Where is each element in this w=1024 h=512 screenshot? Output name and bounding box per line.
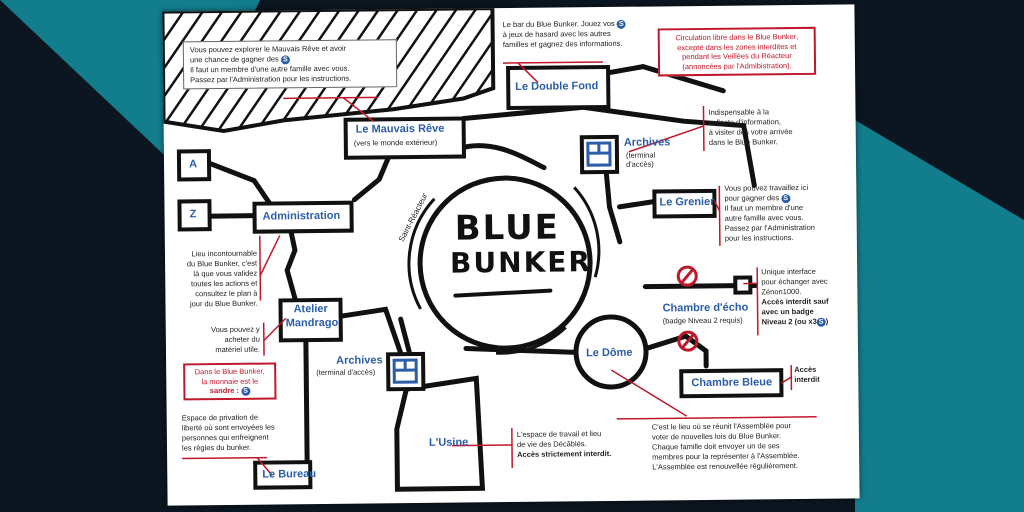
mauvais-reve-box [343, 116, 466, 160]
sandre-coin-icon: S [241, 386, 251, 396]
room-z-box [177, 199, 212, 232]
atelier-box [278, 297, 343, 343]
title-line2: BUNKER [449, 245, 593, 280]
floppy-disk-icon [586, 141, 612, 167]
archives-top-sub2: d'accès) [626, 159, 654, 169]
room-archives-bottom[interactable]: Archives [336, 354, 383, 367]
room-usine[interactable]: L'Usine [428, 436, 469, 449]
forbidden-icon [676, 265, 698, 287]
bunker-map: BLUE BUNKER Saint-Réacteur Le Mauvais Rê… [162, 4, 860, 506]
map-drawing [162, 6, 817, 492]
room-administration[interactable]: Administration [262, 209, 341, 223]
note-double-fond: Le bar du Blue Bunker. Jouez vos S à jeu… [503, 19, 643, 50]
sandre-coin-icon: S [616, 19, 626, 29]
note-chambre-echo: Unique interface pour échanger avec Zéno… [761, 266, 857, 327]
note-line: Accès [794, 364, 817, 375]
note-line: dans le Blue Bunker. [708, 137, 778, 147]
note-line: Passez par l'Administration pour les ins… [190, 73, 352, 85]
dome-circle [573, 314, 649, 390]
sandre-coin-icon: S [280, 54, 290, 64]
forbidden-icon [677, 330, 699, 352]
note-circulation: Circulation libre dans le Blue Bunker, e… [657, 26, 817, 77]
usine-shape [394, 375, 486, 492]
bureau-box [253, 460, 313, 490]
note-usine: L'espace de travail et lieu de vie des D… [517, 429, 637, 460]
room-a-box [176, 149, 212, 182]
room-mauvais-reve-sub: (vers le monde extérieur) [353, 137, 438, 148]
archives-bottom-sub: (terminal d'accès) [316, 367, 376, 378]
note-archives: Indispensable à la collecte d'informatio… [708, 107, 818, 148]
sandre-coin-icon: S [781, 193, 791, 203]
note-line: les règles du bunker. [181, 442, 252, 453]
echo-box [733, 275, 753, 295]
note-line: L'Assemblée est renouvellée régulièremen… [652, 461, 798, 472]
room-mauvais-reve[interactable]: Le Mauvais Rêve [355, 122, 445, 136]
room-bureau[interactable]: Le Bureau [262, 468, 317, 481]
chambre-echo-sub: (badge Niveau 2 requis) [662, 315, 743, 326]
archives-top-sub1: (terminal [625, 150, 656, 160]
note-dome: C'est le lieu où se réunit l'Assemblée p… [652, 421, 823, 473]
room-atelier-line1[interactable]: Atelier [293, 302, 328, 316]
central-reactor-circle [417, 175, 593, 351]
note-chambre-bleue: Accès interdit [794, 365, 834, 385]
room-double-fond[interactable]: Le Double Fond [515, 80, 599, 93]
grenier-box [652, 188, 717, 219]
room-a[interactable]: A [188, 158, 198, 171]
note-line: (annoncées par l'Admibistration). [682, 60, 792, 71]
administration-box [252, 200, 354, 234]
note-line: interdit [794, 374, 820, 385]
note-line: familles et gagnez des informations. [502, 38, 623, 50]
note-bureau: Espace de privation de liberté où sont e… [182, 412, 302, 453]
room-atelier-line2[interactable]: Mandrago [285, 316, 339, 330]
note-grenier: Vous pouvez travaillez ici pour gagner d… [724, 183, 835, 244]
note-mauvais-reve: Vous pouvez explorer le Mauvais Rêve et … [182, 39, 398, 90]
room-chambre-bleue[interactable]: Chambre Bleue [691, 376, 773, 390]
note-line: Accès strictement interdit. [517, 448, 612, 459]
room-z[interactable]: Z [189, 208, 197, 221]
note-line: acheter du [224, 334, 260, 345]
note-line: Vous pouvez y [210, 324, 260, 335]
room-dome[interactable]: Le Dôme [585, 346, 633, 360]
note-line: Dans le Blue Bunker, [194, 366, 265, 377]
sandre-coin-icon: S [816, 317, 826, 327]
title-line1: BLUE [454, 207, 561, 249]
note-atelier: Vous pouvez y acheter du matériel utile. [196, 325, 260, 356]
room-chambre-echo[interactable]: Chambre d'écho [662, 301, 749, 315]
room-archives-top[interactable]: Archives [623, 136, 671, 149]
note-administration: Lieu incontournable du Blue Bunker, c'es… [175, 249, 258, 310]
note-line: jour du Blue Bunker. [189, 298, 258, 309]
floppy-disk-icon [392, 358, 418, 384]
room-grenier[interactable]: Le Grenier [659, 195, 715, 209]
note-line: sandre : S [187, 386, 272, 396]
note-line: matériel utile. [215, 344, 261, 355]
note-line: pour les instructions. [724, 233, 794, 243]
note-monnaie: Dans le Blue Bunker, la monnaie est le s… [183, 362, 277, 400]
